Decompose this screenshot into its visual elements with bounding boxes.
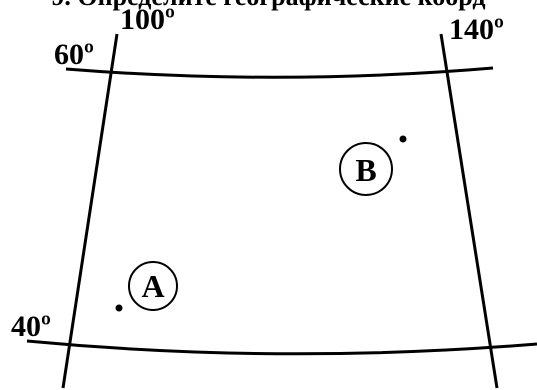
meridian-100-label: 100º — [120, 3, 175, 36]
point-a-label: A — [141, 268, 164, 304]
point-b-circle — [339, 142, 393, 196]
point-b-dot — [399, 135, 407, 143]
meridian-100-line — [61, 33, 119, 389]
parallel-60-label: 60º — [54, 38, 94, 71]
point-a-dot — [115, 304, 123, 312]
point-a-circle — [128, 261, 178, 311]
parallel-40-label: 40º — [11, 310, 51, 343]
point-b-label: B — [355, 152, 376, 188]
meridian-140-line — [439, 33, 499, 389]
parallel-40-line — [26, 339, 537, 356]
meridian-140-label: 140º — [449, 13, 504, 46]
parallel-60-line — [65, 66, 494, 79]
question-heading: 9. Определите географические коорд — [0, 0, 537, 12]
